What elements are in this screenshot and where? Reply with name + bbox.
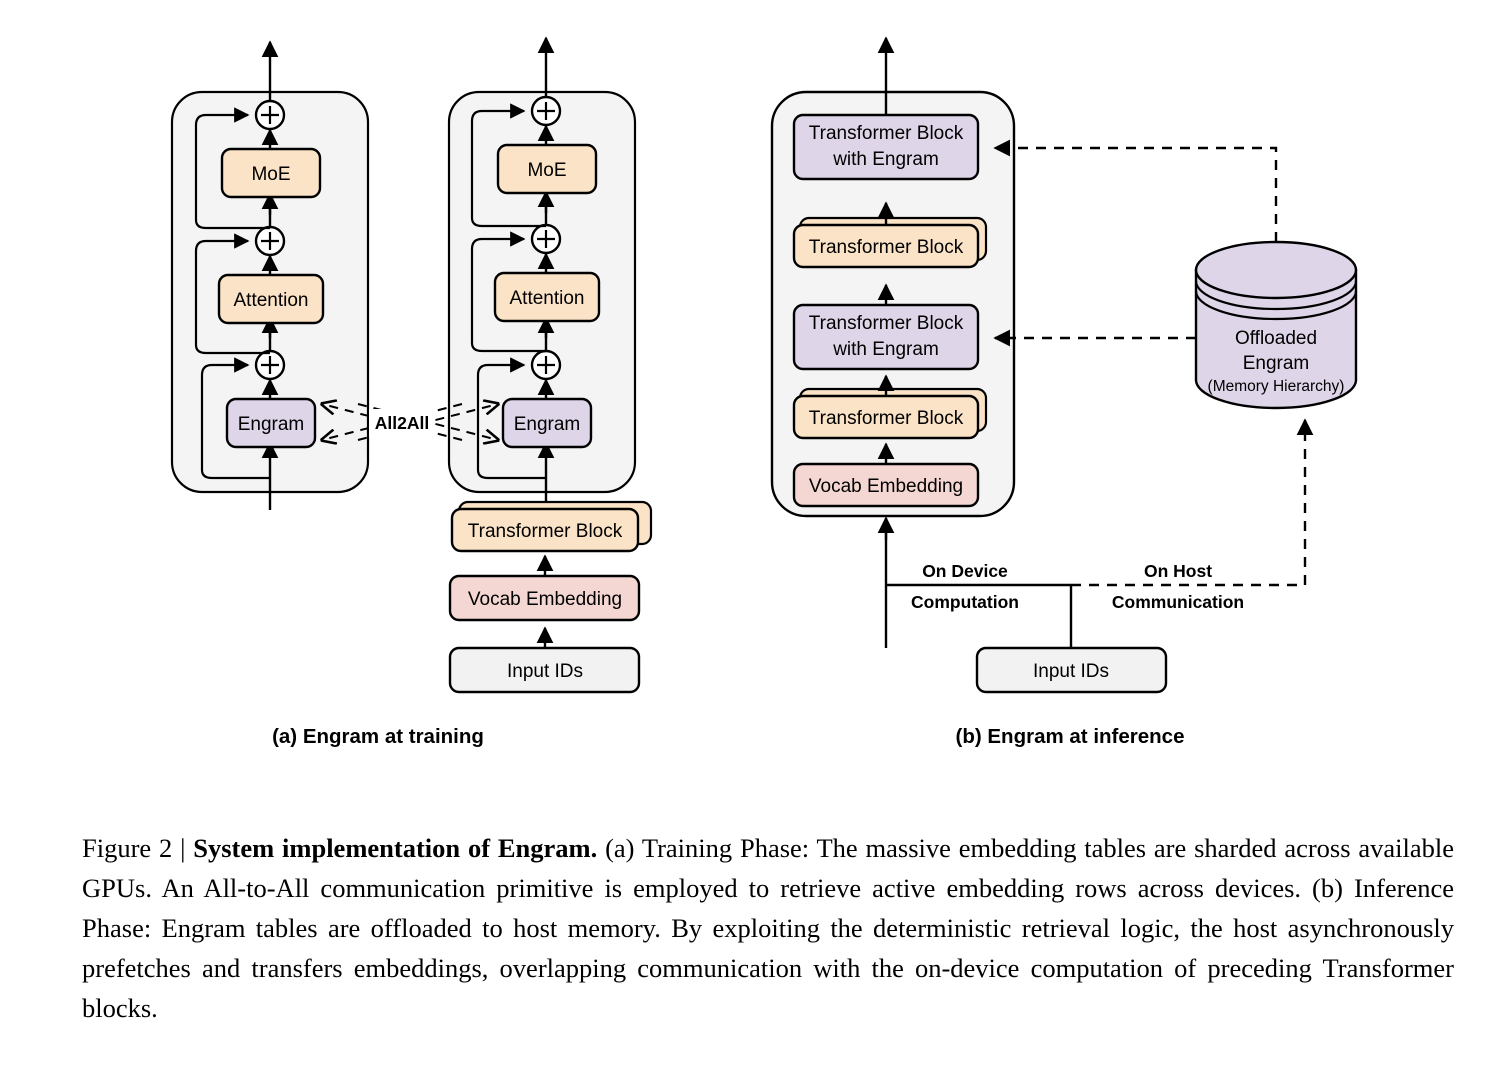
panel-a: Engram Attention [170, 36, 653, 748]
figure-separator: | [180, 833, 186, 863]
input-ids-label-b: Input IDs [1033, 661, 1109, 682]
moe-label-right: MoE [527, 160, 566, 181]
input-ids-label-a: Input IDs [507, 661, 583, 682]
transformer-block-stack-b-upper[interactable]: Transformer Block [792, 216, 988, 269]
engram-label-left: Engram [238, 414, 305, 435]
figure-diagram: Engram Attention [170, 36, 1358, 748]
gpu-container-right: Engram Attention MoE [447, 36, 637, 505]
attention-label-left: Attention [234, 290, 309, 311]
all2all-connector: All2All [322, 404, 498, 440]
vocab-embedding-label-b: Vocab Embedding [809, 476, 963, 497]
legend-on-host: On Host [1144, 561, 1212, 581]
moe-label-left: MoE [251, 164, 290, 185]
cylinder-line2: Engram [1243, 353, 1310, 374]
transformer-block-stack-b-lower[interactable]: Transformer Block [792, 387, 988, 440]
prefetch-arrows [993, 139, 1278, 347]
tb-engram-mid-line2: with Engram [832, 339, 939, 360]
figure-caption: Figure 2 | System implementation of Engr… [82, 828, 1454, 1028]
figure-caption-body: (a) Training Phase: The massive embeddin… [82, 833, 1455, 1023]
transformer-block-label-b-lower: Transformer Block [809, 408, 964, 429]
legend-computation: Computation [911, 592, 1019, 612]
transformer-block-label-b-upper: Transformer Block [809, 237, 964, 258]
tb-engram-top-line2: with Engram [832, 149, 939, 170]
panel-a-subcaption: (a) Engram at training [272, 725, 484, 748]
figure-label: Figure 2 [82, 833, 173, 863]
engram-label-right: Engram [514, 414, 581, 435]
legend-communication: Communication [1112, 592, 1244, 612]
transformer-block-stack-a[interactable]: Transformer Block [450, 500, 653, 553]
cylinder-line3: (Memory Hierarchy) [1208, 378, 1345, 395]
panel-b-subcaption: (b) Engram at inference [956, 725, 1185, 748]
cylinder-line1: Offloaded [1235, 328, 1317, 349]
transformer-block-label-a: Transformer Block [468, 521, 623, 542]
offloaded-engram-cylinder[interactable]: Offloaded Engram (Memory Hierarchy) [1194, 240, 1358, 410]
legend-on-device: On Device [922, 561, 1008, 581]
vocab-embedding-a[interactable]: Vocab Embedding [448, 574, 641, 622]
vocab-embedding-label-a: Vocab Embedding [468, 589, 622, 610]
figure-bold-title: System implementation of Engram. [193, 833, 598, 863]
all2all-label: All2All [375, 413, 429, 433]
tb-engram-mid-line1: Transformer Block [809, 313, 964, 334]
vocab-embedding-b[interactable]: Vocab Embedding [792, 462, 980, 508]
attention-label-right: Attention [510, 288, 585, 309]
panel-b: Vocab Embedding Transformer Block Transf… [770, 36, 1358, 748]
transformer-block-with-engram-top[interactable]: Transformer Block with Engram [792, 113, 980, 181]
input-ids-a[interactable]: Input IDs [448, 646, 641, 694]
input-ids-b[interactable]: Input IDs [975, 646, 1168, 694]
transformer-block-with-engram-mid[interactable]: Transformer Block with Engram [792, 303, 980, 371]
tb-engram-top-line1: Transformer Block [809, 123, 964, 144]
gpu-container-left: Engram Attention [170, 40, 370, 510]
